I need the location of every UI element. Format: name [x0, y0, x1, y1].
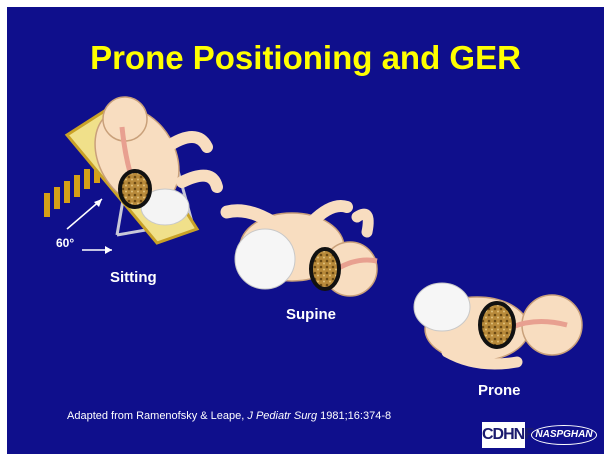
- citation-prefix: Adapted from Ramenofsky & Leape,: [67, 410, 247, 422]
- supine-label: Supine: [286, 306, 336, 323]
- naspghan-logo: NASPGHAN: [529, 422, 599, 448]
- citation: Adapted from Ramenofsky & Leape, J Pedia…: [67, 410, 391, 422]
- prone-label: Prone: [478, 382, 521, 399]
- cdhnf-logo: CDHNF: [482, 422, 525, 448]
- angle-label: 60°: [56, 236, 74, 250]
- infant-supine-illustration: [227, 206, 377, 296]
- infant-prone-illustration: [414, 283, 582, 364]
- slide: Prone Positioning and GER: [7, 7, 604, 454]
- sitting-label: Sitting: [110, 269, 157, 286]
- citation-journal: J Pediatr Surg: [247, 410, 317, 422]
- citation-suffix: 1981;16:374-8: [317, 410, 391, 422]
- infant-sitting-illustration: [44, 93, 217, 254]
